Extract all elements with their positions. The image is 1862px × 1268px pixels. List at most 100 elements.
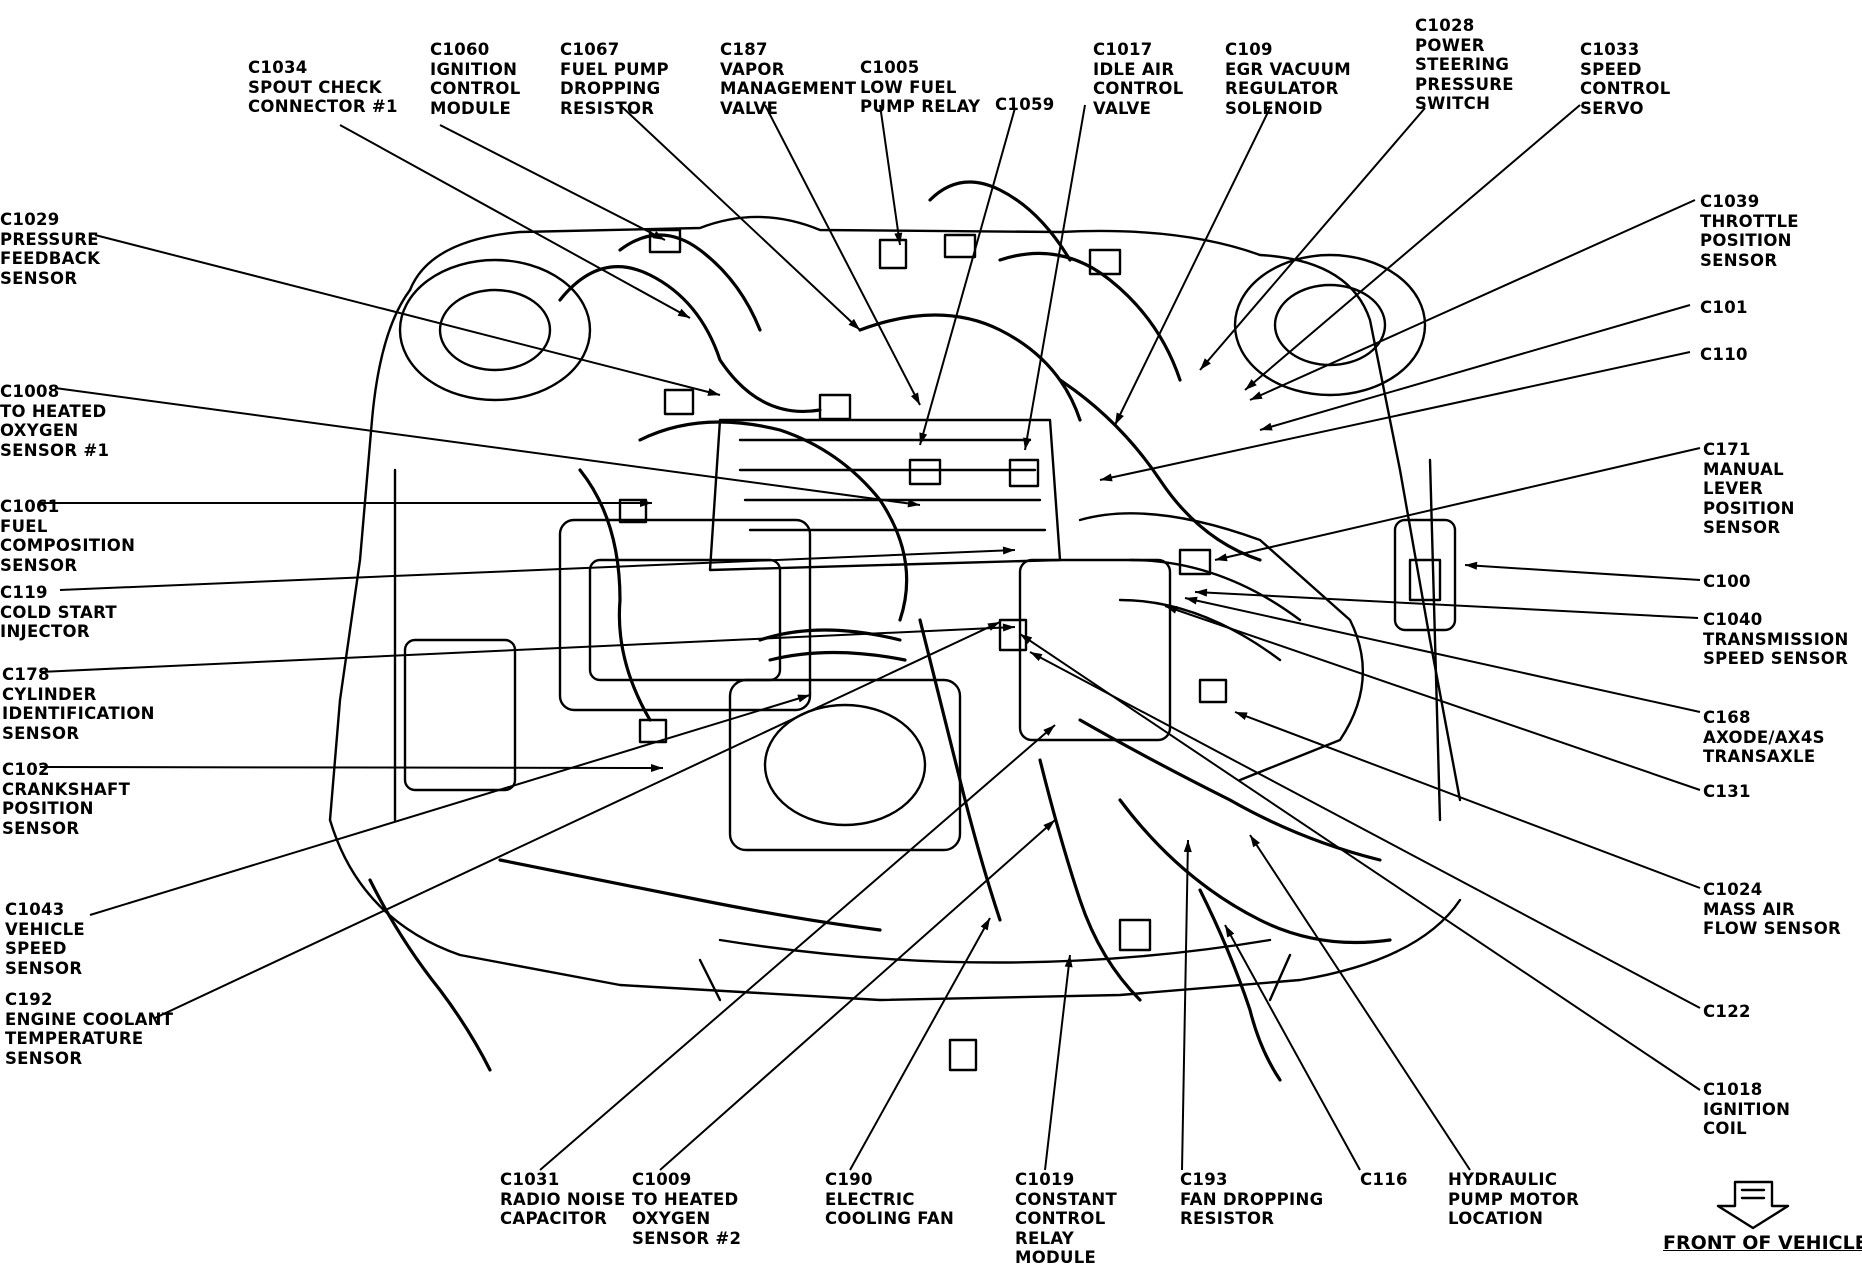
leader-line: [1019, 633, 1701, 1091]
leader-line: [539, 724, 1056, 1171]
leader-arrowhead: [652, 230, 665, 240]
leader-arrowhead: [919, 432, 928, 445]
leader-arrowhead: [797, 694, 810, 703]
callout-label: C100: [1703, 572, 1751, 591]
callout-label: C1029 PRESSURE FEEDBACK SENSOR: [0, 210, 101, 288]
leader-arrowhead: [640, 499, 652, 507]
leader-line: [59, 549, 1016, 591]
leader-arrowhead: [707, 388, 720, 396]
leader-line: [39, 626, 1016, 673]
callout-label: C1009 TO HEATED OXYGEN SENSOR #2: [632, 1170, 742, 1248]
leader-arrowhead: [1064, 955, 1073, 968]
leader-line: [339, 124, 691, 319]
leader-line: [54, 387, 921, 506]
callout-label: C1061 FUEL COMPOSITION SENSOR: [0, 497, 136, 575]
leader-line: [1114, 107, 1271, 426]
leader-line: [919, 107, 1016, 446]
callout-label: C171 MANUAL LEVER POSITION SENSOR: [1703, 440, 1795, 537]
leader-arrowhead: [1020, 634, 1033, 645]
callout-label: C1017 IDLE AIR CONTROL VALVE: [1093, 40, 1184, 118]
callout-label: C1043 VEHICLE SPEED SENSOR: [5, 900, 85, 978]
leader-arrowhead: [1185, 596, 1198, 605]
callout-label: C122: [1703, 1002, 1751, 1021]
leader-line: [439, 124, 666, 241]
callout-label: C119 COLD START INJECTOR: [0, 583, 117, 641]
callout-label: C1060 IGNITION CONTROL MODULE: [430, 40, 521, 118]
callout-label: C1040 TRANSMISSION SPEED SENSOR: [1703, 610, 1849, 668]
leader-arrowhead: [894, 232, 903, 245]
leader-line: [849, 917, 991, 1171]
leader-arrowhead: [1002, 546, 1015, 555]
leader-arrowhead: [1043, 725, 1055, 736]
leader-line: [1259, 304, 1691, 431]
leader-arrowhead: [910, 392, 920, 405]
callout-label: C1059: [995, 95, 1055, 114]
callout-label: C1067 FUEL PUMP DROPPING RESISTOR: [560, 40, 669, 118]
leader-line: [1194, 591, 1699, 619]
callout-label: C1019 CONSTANT CONTROL RELAY MODULE: [1015, 1170, 1118, 1267]
leader-arrowhead: [848, 318, 860, 330]
leader-line: [1224, 924, 1361, 1171]
callout-label: C1033 SPEED CONTROL SERVO: [1580, 40, 1671, 118]
callout-label: C1018 IGNITION COIL: [1703, 1080, 1791, 1138]
callout-label: C131: [1703, 782, 1751, 801]
callout-label: C1031 RADIO NOISE CAPACITOR: [500, 1170, 626, 1228]
callout-label: C187 VAPOR MANAGEMENT VALVE: [720, 40, 857, 118]
leader-arrowhead: [1115, 412, 1124, 425]
engine-outline: [328, 215, 1462, 1002]
leader-line: [1029, 651, 1701, 1009]
leader-line: [1234, 711, 1701, 889]
leader-line: [1024, 104, 1086, 451]
leader-line: [154, 621, 1001, 1019]
callout-label: C192 ENGINE COOLANT TEMPERATURE SENSOR: [5, 990, 174, 1068]
callout-label: C193 FAN DROPPING RESISTOR: [1180, 1170, 1324, 1228]
leader-line: [89, 694, 811, 916]
callout-label: C178 CYLINDER IDENTIFICATION SENSOR: [2, 665, 155, 743]
leader-arrowhead: [1235, 712, 1248, 720]
leader-arrowhead: [1100, 473, 1113, 482]
leader-line: [1099, 351, 1691, 481]
callout-label: C1028 POWER STEERING PRESSURE SWITCH: [1415, 16, 1514, 113]
callout-label: HYDRAULIC PUMP MOTOR LOCATION: [1448, 1170, 1580, 1228]
leader-line: [94, 234, 721, 396]
leader-line: [1164, 605, 1701, 791]
leader-line: [1244, 104, 1581, 391]
callout-label: C1024 MASS AIR FLOW SENSOR: [1703, 880, 1842, 938]
leader-arrowhead: [1043, 820, 1055, 831]
leader-line: [1181, 839, 1189, 1171]
leader-line: [39, 766, 664, 769]
leader-arrowhead: [980, 918, 990, 931]
leader-arrowhead: [1245, 379, 1257, 390]
leader-lines: [39, 104, 1701, 1171]
front-arrow-icon: [1716, 1180, 1790, 1230]
leader-arrowhead: [1030, 652, 1043, 662]
leader-line: [1249, 199, 1696, 401]
callout-label: C1034 SPOUT CHECK CONNECTOR #1: [248, 58, 398, 116]
leader-line: [1464, 564, 1701, 581]
leader-arrowhead: [677, 308, 690, 318]
callout-label: C168 AXODE/AX4S TRANSAXLE: [1703, 708, 1825, 766]
callout-label: C101: [1700, 298, 1748, 317]
leader-arrowhead: [1465, 561, 1478, 570]
leader-arrowhead: [1215, 553, 1228, 562]
leader-line: [879, 104, 901, 246]
callout-label: C109 EGR VACUUM REGULATOR SOLENOID: [1225, 40, 1352, 118]
leader-line: [619, 104, 861, 331]
leader-arrowhead: [1200, 358, 1211, 370]
leader-line: [1184, 597, 1701, 713]
leader-arrowhead: [1023, 437, 1031, 450]
leader-line: [1214, 447, 1701, 561]
callout-label: C102 CRANKSHAFT POSITION SENSOR: [2, 760, 131, 838]
leader-arrowhead: [907, 499, 920, 508]
leader-arrowhead: [1183, 840, 1192, 853]
leader-arrowhead: [1165, 606, 1178, 614]
leader-line: [1199, 107, 1426, 371]
leader-line: [764, 104, 921, 406]
callout-label: C1005 LOW FUEL PUMP RELAY: [860, 58, 981, 116]
leader-arrowhead: [1002, 623, 1015, 632]
front-of-vehicle-label: FRONT OF VEHICLE: [1663, 1232, 1862, 1254]
callout-label: C190 ELECTRIC COOLING FAN: [825, 1170, 955, 1228]
leader-arrowhead: [1250, 835, 1260, 848]
